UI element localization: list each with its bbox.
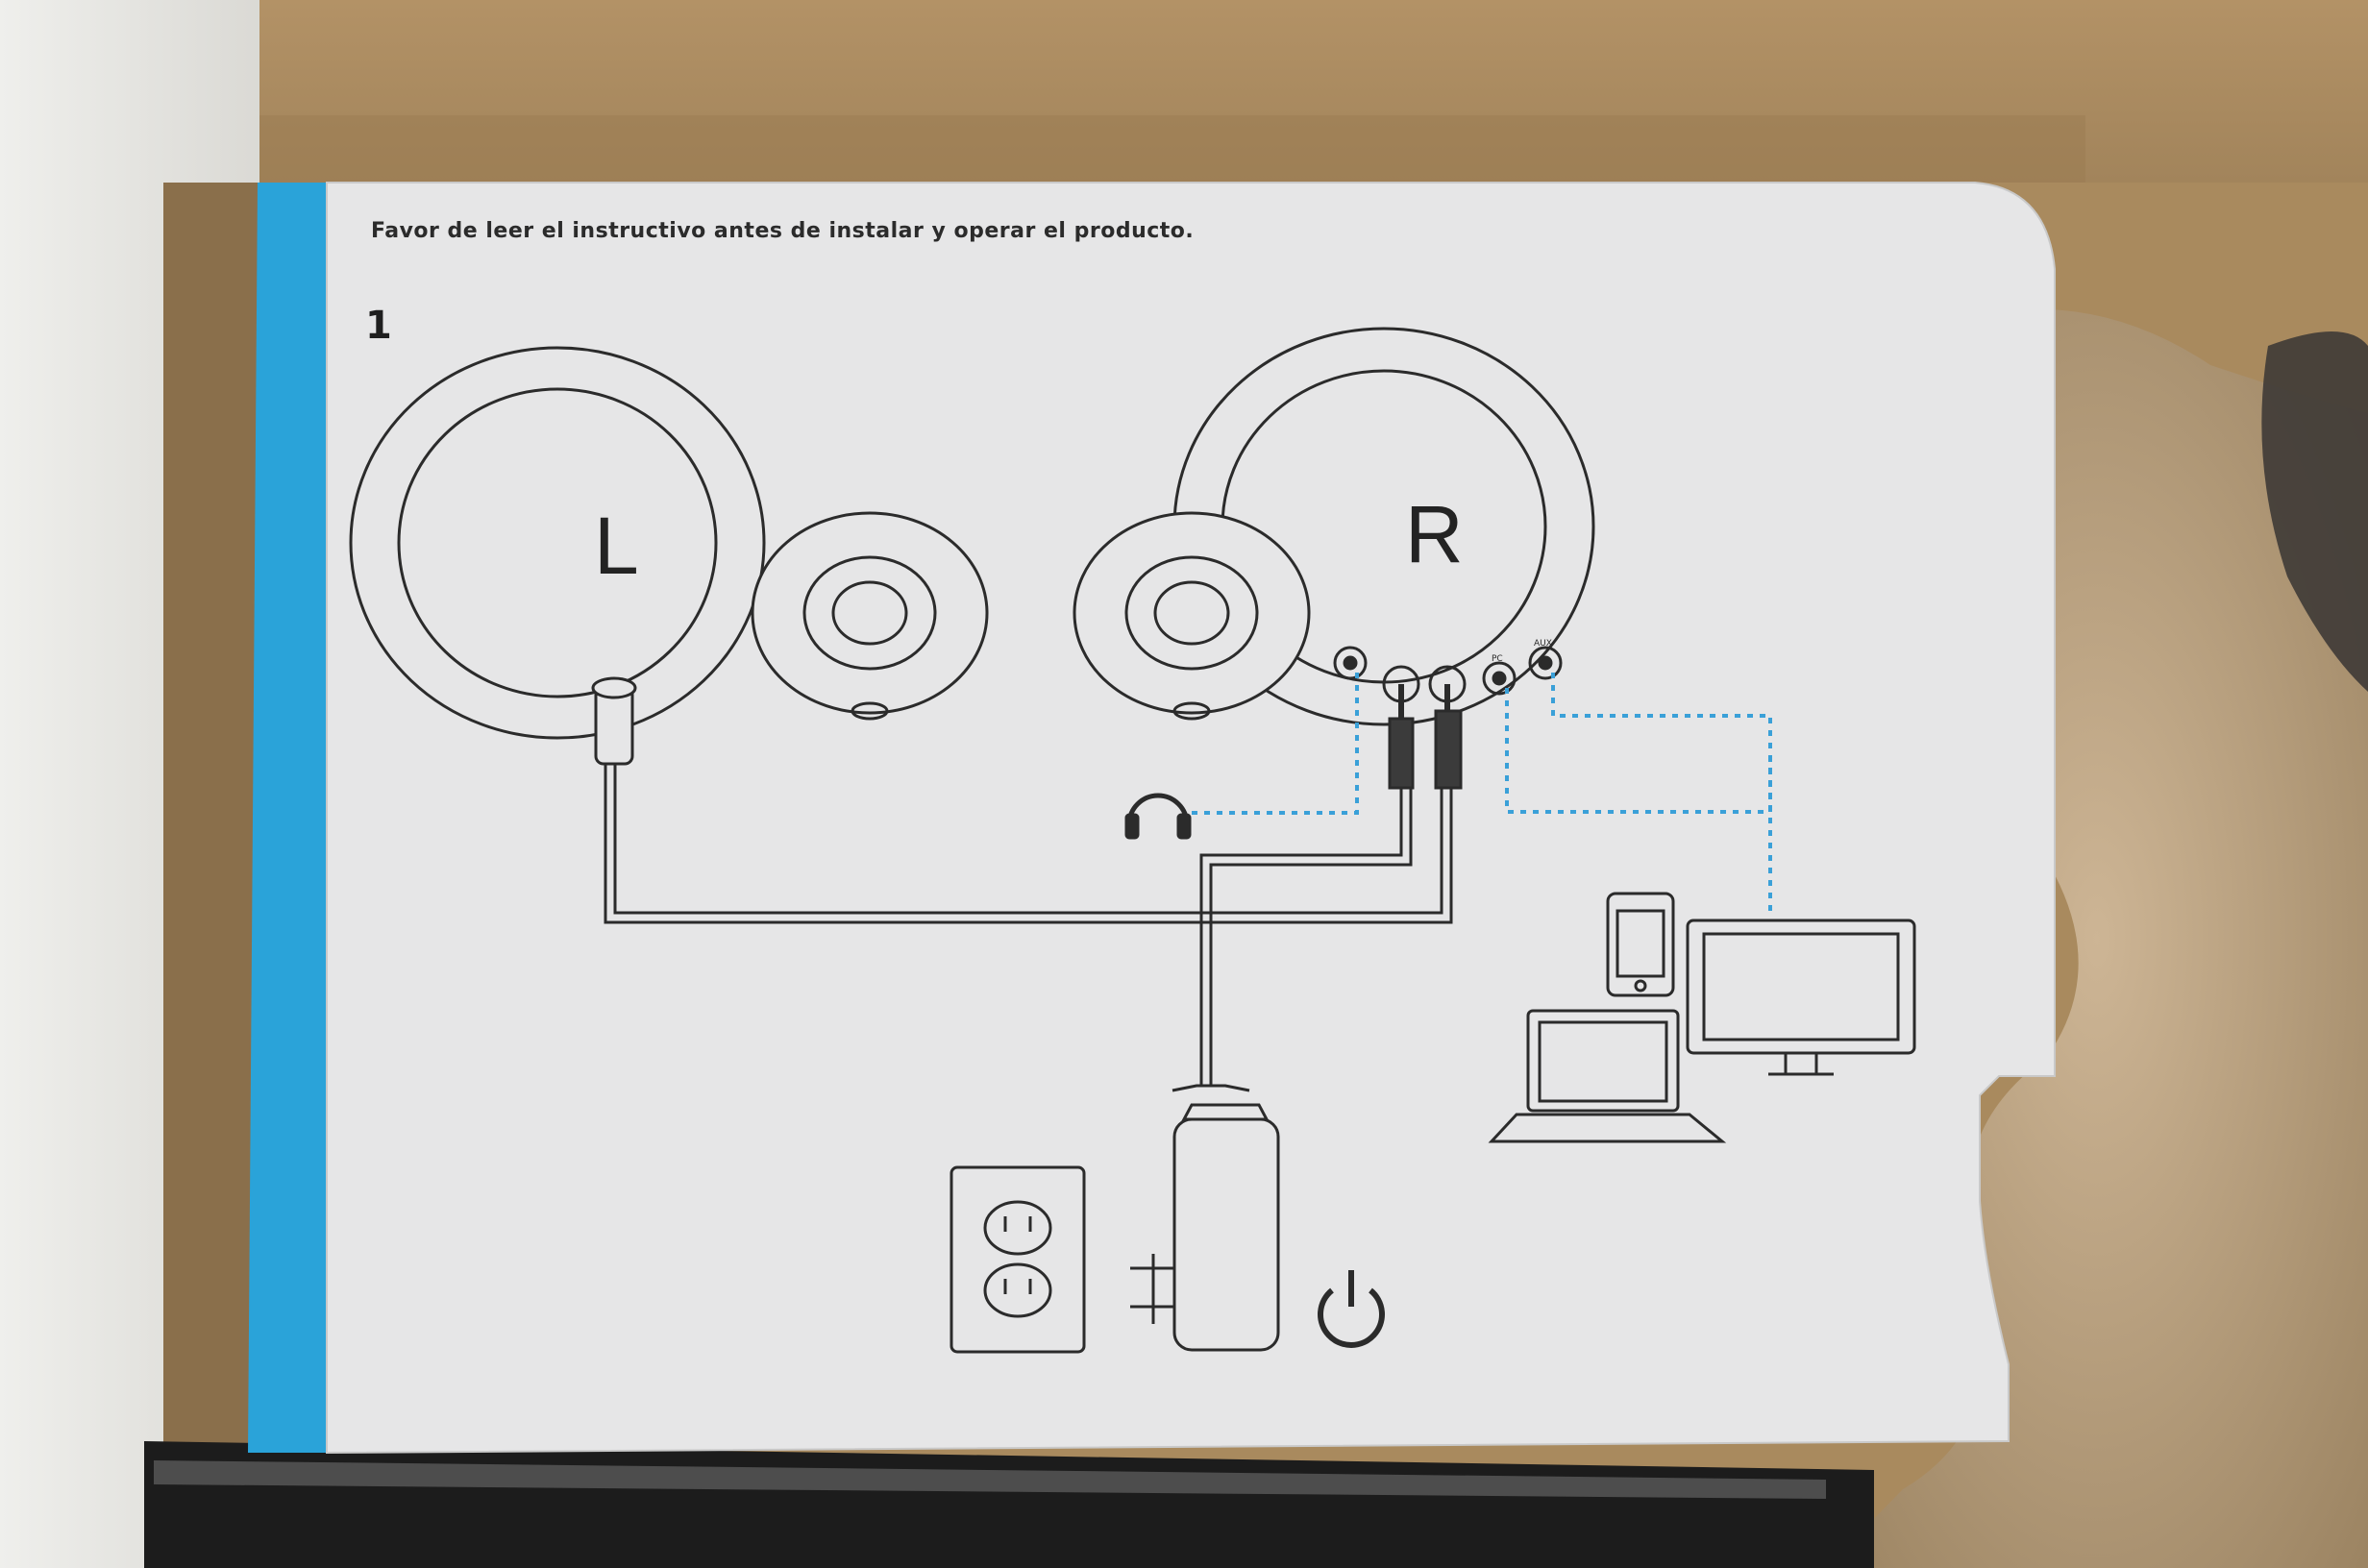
left-speaker-outer-ring <box>349 346 766 740</box>
step-number: 1 <box>365 304 392 348</box>
card-headline: Favor de leer el instructivo antes de in… <box>371 219 1195 243</box>
right-pod-mid <box>1124 555 1259 671</box>
card-accent-stripe <box>248 183 333 1453</box>
left-pod-mid <box>802 555 937 671</box>
pc-port-icon <box>1482 661 1517 696</box>
right-pod-inner <box>1153 580 1230 646</box>
headphone-port-icon <box>1333 646 1368 680</box>
box-bottom-sheen <box>154 1460 1826 1499</box>
outlet-socket-top <box>983 1200 1052 1256</box>
right-pod-foot <box>1172 701 1211 721</box>
left-speaker-driver <box>397 387 718 698</box>
power-plug <box>1388 717 1415 790</box>
left-pod-outer <box>751 511 989 715</box>
outlet-socket-bottom <box>983 1262 1052 1318</box>
aux-port-icon <box>1528 646 1563 680</box>
connection-diagram <box>349 327 1916 1354</box>
box-bottom-panel <box>144 1441 1874 1568</box>
pulp-tray <box>1826 308 2368 1568</box>
headphones-icon <box>1126 793 1190 825</box>
box-lid-inner <box>259 115 2085 183</box>
speaker-in-tray <box>2261 331 2368 692</box>
power-cable <box>1209 788 1413 1086</box>
right-pod-outer <box>1073 511 1311 715</box>
left-speaker-label: L <box>594 501 639 591</box>
pc-port-label: PC <box>1492 654 1503 664</box>
aux-port-label: AUX <box>1534 639 1552 649</box>
monitor-icon <box>1686 919 1916 1055</box>
right-speaker-label: R <box>1405 489 1464 579</box>
laptop-icon <box>1526 1009 1680 1113</box>
wall-outlet <box>950 1165 1086 1354</box>
aux-link <box>1551 673 1772 918</box>
left-pod-foot <box>851 701 889 721</box>
dotted-connections <box>1192 671 1772 918</box>
port-labels: PC AUX <box>1492 639 1552 664</box>
phone-icon <box>1606 892 1675 997</box>
left-pod-inner <box>831 580 908 646</box>
speaker-link-cable <box>604 764 1453 924</box>
headphone-link <box>1192 671 1359 815</box>
link-plug <box>1434 709 1463 790</box>
power-adapter <box>1172 1117 1280 1352</box>
power-icon <box>1318 1287 1385 1348</box>
